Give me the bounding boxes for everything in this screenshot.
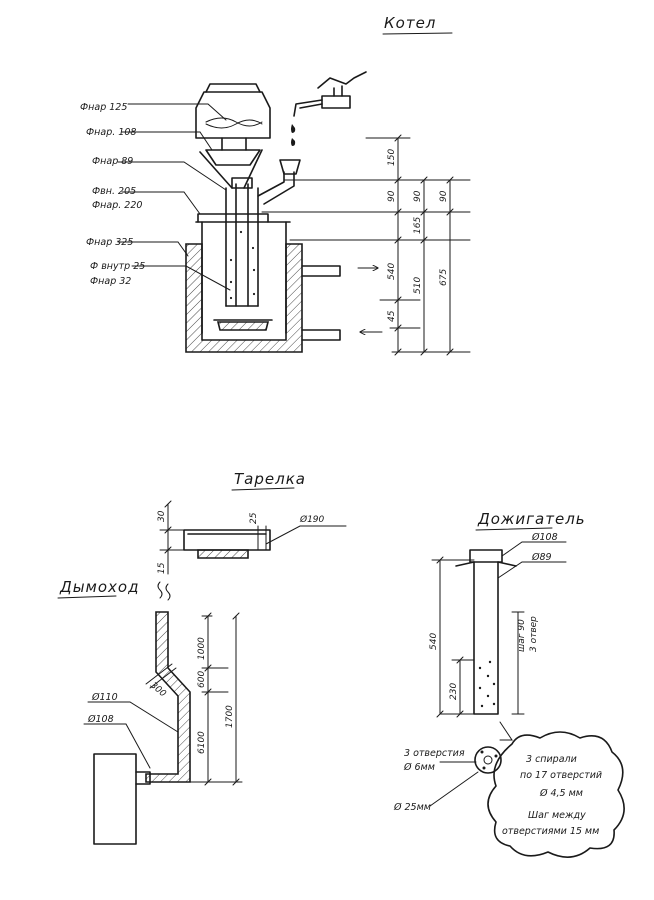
oil-feed-pipe	[257, 171, 295, 205]
afterburner-dim-holes: 3 отвер	[529, 616, 539, 652]
burner-tube	[225, 177, 259, 307]
holes-count-label: 3 отверстия	[404, 748, 465, 759]
dim-675: 675	[439, 269, 449, 286]
label-d89: Фнар 89	[92, 156, 133, 167]
boiler-title: Котел	[384, 14, 436, 32]
label-d25: Ф внутр 25	[90, 261, 145, 272]
plate-dim-15: 15	[157, 562, 167, 574]
dim-90-b: 90	[413, 190, 423, 202]
note-line5: отверстиями 15 мм	[502, 826, 599, 837]
plate-dim-25: 25	[249, 512, 259, 524]
note-cloud	[487, 731, 625, 858]
label-d32: Фнар 32	[90, 276, 131, 287]
dim-150: 150	[387, 149, 397, 166]
disk-diameter-label: Ø 25мм	[393, 802, 431, 813]
boiler-body	[185, 213, 383, 353]
boiler-leaders	[117, 103, 231, 291]
label-d205: Фвн. 205	[92, 186, 136, 197]
dim-90-a: 90	[387, 190, 397, 202]
dim-540: 540	[387, 263, 397, 280]
note-line2: по 17 отверстий	[520, 770, 602, 781]
boiler-dimensions: 150 90 90 90 165 540 510 675 45	[261, 134, 471, 356]
afterburner-holes	[478, 660, 496, 708]
plate-diameter: Ø190	[299, 514, 325, 525]
boiler-box	[93, 753, 137, 845]
chimney-dim-600: 600	[197, 671, 207, 688]
note-line4: Шаг между	[528, 810, 586, 821]
afterburner-drawing: Дожигатель Ø108 Ø89 540 230 шаг 90 3 отв…	[393, 510, 625, 858]
chimney-title-underline	[57, 595, 117, 599]
chimney-label-d108: Ø108	[87, 714, 114, 725]
note-line3: Ø 4,5 мм	[539, 788, 583, 799]
dim-90-c: 90	[439, 190, 449, 202]
chimney-dim-6100: 6100	[197, 731, 207, 754]
dim-510: 510	[413, 277, 423, 294]
boiler-title-underline	[382, 32, 453, 35]
inlet-pipe	[301, 329, 341, 341]
plate-title-underline	[231, 487, 295, 491]
oil-funnel	[279, 159, 301, 175]
note-line1: 3 спирали	[526, 754, 577, 765]
afterburner-dim-540: 540	[429, 633, 439, 650]
afterburner-dim-step: шаг 90	[517, 619, 527, 652]
boiler-drawing: Котел	[80, 14, 471, 356]
plate-title: Тарелка	[234, 470, 306, 488]
fan-icon	[195, 83, 271, 166]
afterburner-title: Дожигатель	[477, 510, 586, 528]
chimney-dim-1700: 1700	[225, 705, 235, 728]
end-disk	[474, 746, 502, 774]
smoke-icon	[157, 581, 171, 601]
chimney-dim-300: 300	[148, 681, 168, 700]
afterburner-dim-230: 230	[449, 683, 459, 700]
afterburner-title-underline	[475, 527, 553, 531]
label-d125: Фнар 125	[80, 102, 127, 113]
chimney-label-d110: Ø110	[91, 692, 118, 703]
dim-165: 165	[413, 217, 423, 234]
outlet-pipe	[301, 265, 341, 277]
label-d220: Фнар. 220	[92, 200, 142, 211]
afterburner-label-d108: Ø108	[531, 532, 558, 543]
chimney-dim-1000: 1000	[197, 637, 207, 660]
afterburner-label-d89: Ø89	[531, 552, 552, 563]
plate-dim-30: 30	[157, 510, 167, 522]
cone-lines	[199, 149, 263, 189]
boiler-labels: Фнар 125 Фнар. 108 Фнар 89 Фвн. 205 Фнар…	[80, 102, 145, 287]
holes-size-label: Ø 6мм	[403, 762, 435, 773]
chimney-title: Дымоход	[59, 578, 139, 596]
plate-drawing: Тарелка Ø190 25 30 15	[157, 470, 347, 575]
dim-45: 45	[387, 310, 397, 322]
chimney-drawing: Дымоход 300 1000 600 1700 6100 Ø110 Ø108	[57, 578, 243, 845]
label-d325: Фнар 325	[86, 237, 133, 248]
label-d108: Фнар. 108	[86, 127, 136, 138]
dropper-icon	[291, 71, 367, 146]
